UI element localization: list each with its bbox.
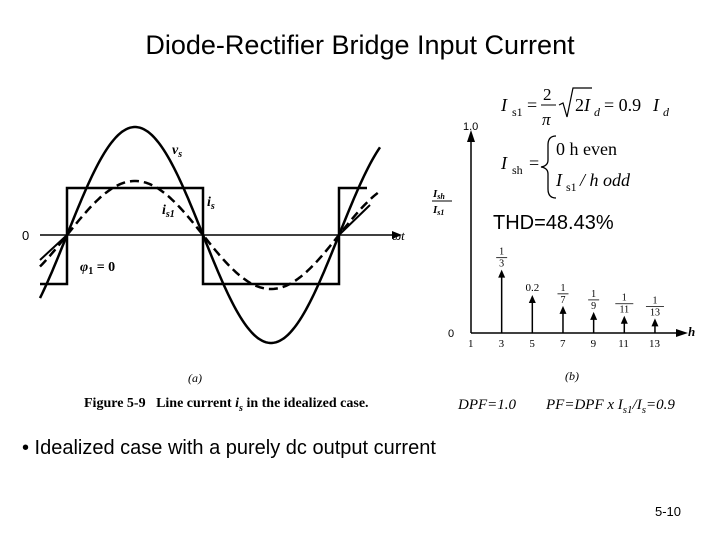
svg-text:I: I (500, 95, 508, 115)
equation-ish: I sh = 0 h even I s1 / h odd (500, 135, 631, 199)
svg-text:π: π (542, 110, 551, 129)
svg-text:s1: s1 (512, 105, 523, 119)
bar-arrow-h11 (620, 315, 628, 324)
y-axis-label-den: Is1 (432, 204, 444, 217)
x-axis-arrow (676, 329, 688, 337)
is-label: is (207, 195, 215, 212)
x-tick-1: 1 (468, 338, 474, 350)
x-tick-5: 5 (529, 338, 535, 350)
x-tick-7: 7 (560, 338, 566, 350)
svg-text:I: I (652, 95, 660, 115)
svg-text:I: I (555, 170, 563, 190)
bars-group (498, 269, 659, 333)
x-tick-11: 11 (618, 338, 629, 350)
svg-text:2: 2 (543, 85, 552, 104)
bar-arrow-h13 (651, 318, 659, 327)
bar-arrow-h7 (559, 305, 567, 314)
svg-text:sh: sh (512, 163, 523, 177)
svg-text:I: I (583, 95, 591, 115)
tail-left (39, 234, 68, 261)
figure-caption: Figure 5-9 Line current is in the ideali… (84, 396, 369, 414)
time-axis-label: ωt (392, 228, 405, 243)
bar-arrow-h9 (590, 311, 598, 320)
svg-text:d: d (663, 105, 670, 119)
svg-text:I: I (500, 153, 508, 173)
is1-label: is1 (162, 203, 175, 220)
bullet-point: • Idealized case with a purely dc output… (22, 437, 436, 459)
zero-label: 0 (22, 228, 29, 243)
dpf-value: DPF=1.0 (458, 397, 517, 413)
page-title: Diode-Rectifier Bridge Input Current (145, 30, 575, 60)
y-tick-1: 1.0 (463, 121, 478, 133)
is1-waveform (39, 179, 381, 291)
x-tick-9: 9 (591, 338, 597, 350)
x-tick-13: 13 (649, 338, 661, 350)
x-axis-label: h (688, 324, 695, 339)
tail-right (338, 204, 371, 236)
bar-arrow-h5 (528, 295, 536, 303)
svg-text:d: d (594, 105, 601, 119)
y-axis-arrow (467, 130, 475, 142)
panel-b-label: (b) (565, 369, 579, 383)
equation-is1: I s1 = 2 π 2 I d = 0.9 I d (500, 85, 670, 129)
svg-text:0 h even: 0 h even (556, 139, 617, 159)
svg-text:s1: s1 (566, 180, 577, 194)
thd-value: THD=48.43% (493, 212, 614, 234)
svg-text:=: = (527, 95, 537, 115)
pf-value: PF=DPF x Is1/Is=0.9 (546, 397, 675, 416)
data-label-h5: 0.2 (525, 282, 539, 294)
vs-label: vs (172, 143, 182, 160)
x-tick-3: 3 (499, 338, 505, 350)
phi-label: φ1 = 0 (80, 260, 115, 277)
bar-arrow-h3 (498, 269, 506, 278)
vs-waveform (38, 125, 382, 345)
svg-text:/ h odd: / h odd (579, 170, 631, 190)
panel-a-label: (a) (188, 371, 202, 385)
page-number: 5-10 (655, 504, 682, 519)
svg-text:2: 2 (575, 95, 584, 115)
y-tick-0: 0 (448, 328, 454, 340)
is-square-wave (40, 186, 367, 286)
svg-text:= 0.9: = 0.9 (604, 95, 641, 115)
svg-text:=: = (529, 153, 539, 173)
y-axis-label-num: Ish (432, 188, 445, 201)
time-axis-arrow (392, 231, 402, 239)
